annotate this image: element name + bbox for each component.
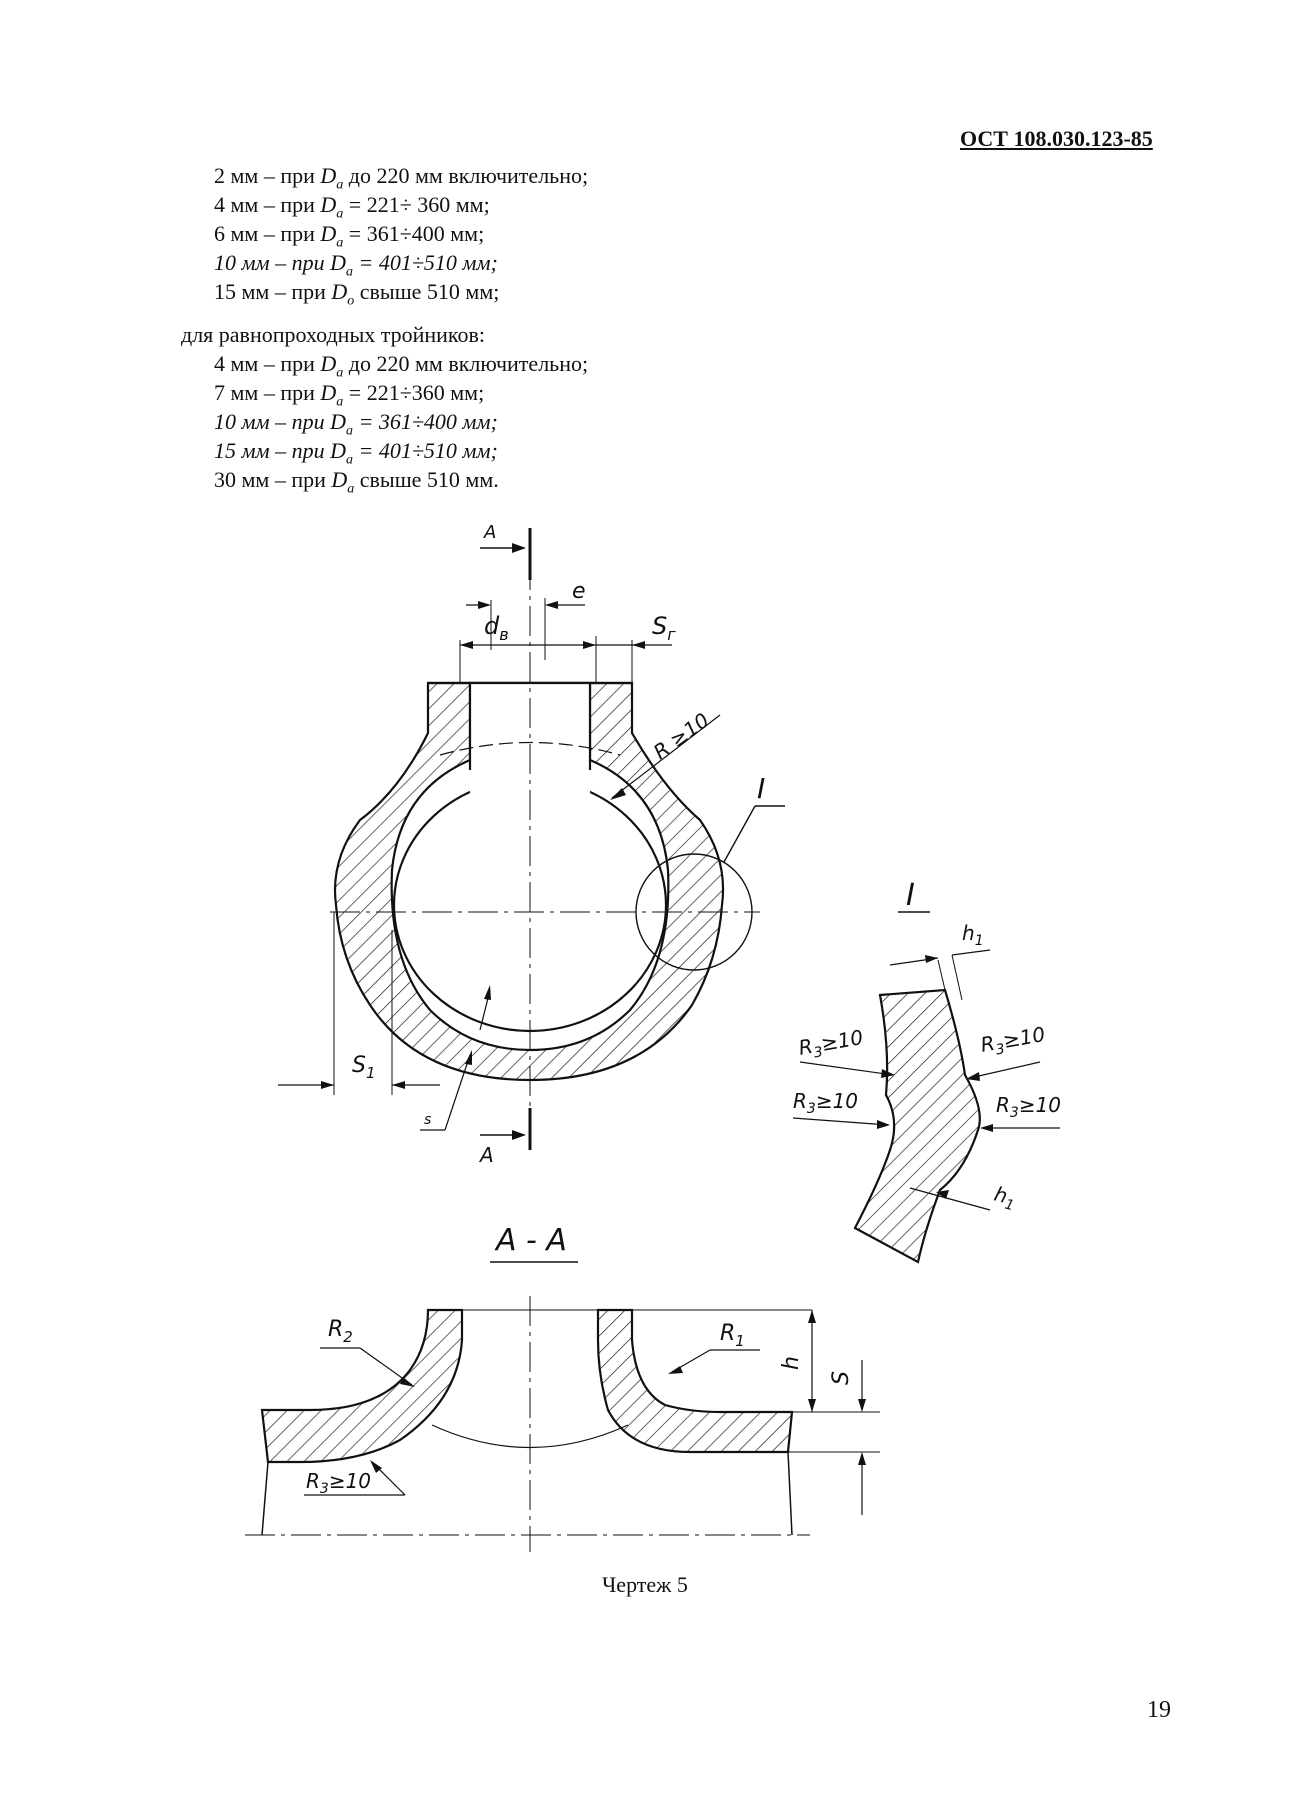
diameter-symbol: Da (320, 351, 344, 381)
diameter-symbol: Da (330, 409, 353, 439)
figure-caption: Чертеж 5 (602, 1572, 688, 1597)
list-item: 4 мм – при Da = 221÷ 360 мм; (214, 192, 490, 222)
list-item-suffix: = 361÷400 мм; (358, 409, 498, 434)
section-title: A - A (494, 1223, 567, 1258)
list-item-prefix: мм – при (241, 279, 326, 304)
list-item-number: 10 (214, 409, 236, 434)
r-min-label: R ≥10 (649, 708, 714, 764)
diameter-symbol: Da (320, 380, 344, 410)
r3-section-label: R3≥10 (306, 1469, 371, 1497)
section-mark-top: A (483, 522, 496, 543)
r3-label-left-bottom: R3≥10 (793, 1089, 858, 1117)
r3-label-left-top: R3≥10 (797, 1025, 866, 1064)
list-item-number: 10 (214, 250, 236, 275)
page-number: 19 (1147, 1697, 1171, 1723)
s-r-label: Sг (652, 612, 676, 644)
h-label: h (779, 1356, 804, 1370)
detail-mark-label: I (757, 772, 765, 805)
list-item: 4 мм – при Da до 220 мм включительно; (214, 351, 588, 381)
list-item-suffix: = 361÷400 мм; (348, 221, 485, 246)
document-code: ОСТ 108.030.123-85 (960, 126, 1153, 151)
r3-label-right-bottom: R3≥10 (996, 1093, 1061, 1121)
list-item-prefix: мм – при (241, 438, 325, 463)
list-item-suffix: до 220 мм включительно; (348, 163, 589, 188)
section-b-title: для равнопроходных тройников: (181, 322, 485, 347)
detail-view: I h1 R3≥10 R3≥10 R3≥10 R3≥10 h1 (792, 878, 1061, 1264)
list-item-number: 4 (214, 192, 225, 217)
list-item-number: 2 (214, 163, 225, 188)
e-label: e (572, 579, 586, 604)
section-a-a-view: A - A h S R1 R2 R3≥10 (245, 1223, 880, 1552)
diameter-symbol: Da (330, 438, 353, 468)
r1-label: R1 (720, 1321, 745, 1350)
section-mark-bottom: A (478, 1143, 494, 1167)
list-item: 7 мм – при Da = 221÷360 мм; (214, 380, 484, 410)
section-left-wall (260, 1308, 464, 1464)
list-item-suffix: свыше 510 мм; (359, 279, 500, 304)
list-item: 6 мм – при Da = 361÷400 мм; (214, 221, 484, 251)
list-item-number: 30 (214, 467, 236, 492)
diameter-symbol: Da (320, 192, 344, 222)
diameter-symbol: Da (320, 221, 344, 251)
list-item-prefix: мм – при (230, 380, 315, 405)
detail-wall-section (853, 988, 981, 1264)
list-item-prefix: мм – при (230, 351, 315, 376)
list-item-prefix: мм – при (230, 192, 315, 217)
h1-label-bottom: h1 (991, 1182, 1019, 1215)
r3-label-right-top: R3≥10 (979, 1022, 1048, 1061)
list-item-number: 4 (214, 351, 225, 376)
list-item-prefix: мм – при (241, 250, 325, 275)
diameter-symbol: Da (330, 250, 353, 280)
s1-label: S1 (352, 1053, 376, 1082)
list-item: 15 мм – при Do свыше 510 мм; (214, 279, 499, 309)
list-item-prefix: мм – при (241, 467, 326, 492)
diameter-symbol: Da (320, 163, 344, 193)
diameter-symbol: Da (331, 467, 355, 497)
r2-label: R2 (328, 1317, 353, 1346)
list-item-number: 15 (214, 279, 236, 304)
list-item-suffix: свыше 510 мм. (359, 467, 499, 492)
s-small-label: s (424, 1112, 431, 1128)
list-item: 10 мм – при Da = 361÷400 мм; (214, 409, 498, 439)
h1-label-top: h1 (962, 921, 984, 949)
d-b-label: dв (484, 612, 509, 644)
detail-circle (635, 853, 753, 971)
list-item: 10 мм – при Da = 401÷510 мм; (214, 250, 498, 280)
section-right-wall (596, 1308, 794, 1454)
list-item: 30 мм – при Da свыше 510 мм. (214, 467, 499, 497)
list-item-suffix: = 221÷360 мм; (348, 380, 485, 405)
list-item: 15 мм – при Da = 401÷510 мм; (214, 438, 498, 468)
list-item-suffix: = 221÷ 360 мм; (348, 192, 490, 217)
list-item-prefix: мм – при (230, 163, 315, 188)
list-item-prefix: мм – при (241, 409, 325, 434)
list-item-number: 7 (214, 380, 225, 405)
detail-title: I (906, 878, 915, 913)
list-item-suffix: = 401÷510 мм; (358, 250, 498, 275)
s-label: S (829, 1371, 854, 1385)
list-item-prefix: мм – при (230, 221, 315, 246)
list-item-suffix: до 220 мм включительно; (348, 351, 589, 376)
list-item-number: 15 (214, 438, 236, 463)
main-view: I A A e dв Sг R ≥10 (278, 522, 785, 1167)
diameter-symbol: Do (331, 279, 355, 309)
list-item-suffix: = 401÷510 мм; (358, 438, 498, 463)
list-item-number: 6 (214, 221, 225, 246)
list-item: 2 мм – при Da до 220 мм включительно; (214, 163, 588, 193)
